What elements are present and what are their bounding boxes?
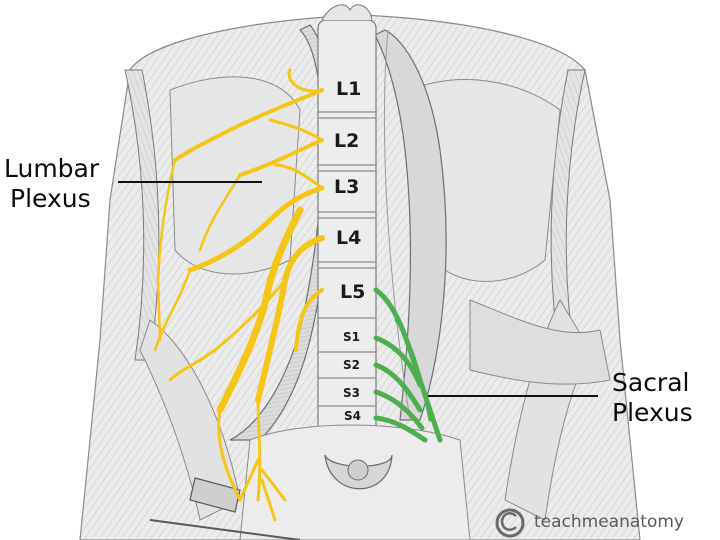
- vertebral-column: [317, 4, 377, 436]
- retractor-clamp: [149, 477, 301, 540]
- vertebra-label-s4: S4: [344, 409, 361, 423]
- copyright-icon: [495, 508, 525, 538]
- lumbar-plexus-label-line1: Lumbar: [4, 154, 100, 183]
- sacral-plexus-label-line2: Plexus: [612, 398, 693, 427]
- vertebra-label-s1: S1: [343, 330, 360, 344]
- vertebra-label-l3: L3: [334, 176, 360, 198]
- vertebra-label-l1: L1: [336, 78, 362, 100]
- leader-lines: [118, 181, 598, 397]
- watermark-brand: teachmeanatomy: [534, 512, 684, 532]
- vertebra-label-l5: L5: [340, 281, 366, 303]
- sacral-plexus-label-line1: Sacral: [612, 368, 690, 397]
- sacral-plexus-nerves: [373, 287, 443, 443]
- vertebra-label-l2: L2: [334, 130, 360, 152]
- vertebra-label-l4: L4: [336, 227, 362, 249]
- iliacus-muscles: [139, 298, 611, 521]
- pelvic-region: [239, 424, 471, 540]
- vertebra-label-s2: S2: [343, 358, 360, 372]
- lumbar-plexus-label-line2: Plexus: [10, 184, 91, 213]
- posterior-wall-muscles: [169, 76, 561, 282]
- lumbar-plexus-nerves: [153, 68, 325, 522]
- vertebra-label-s3: S3: [343, 386, 360, 400]
